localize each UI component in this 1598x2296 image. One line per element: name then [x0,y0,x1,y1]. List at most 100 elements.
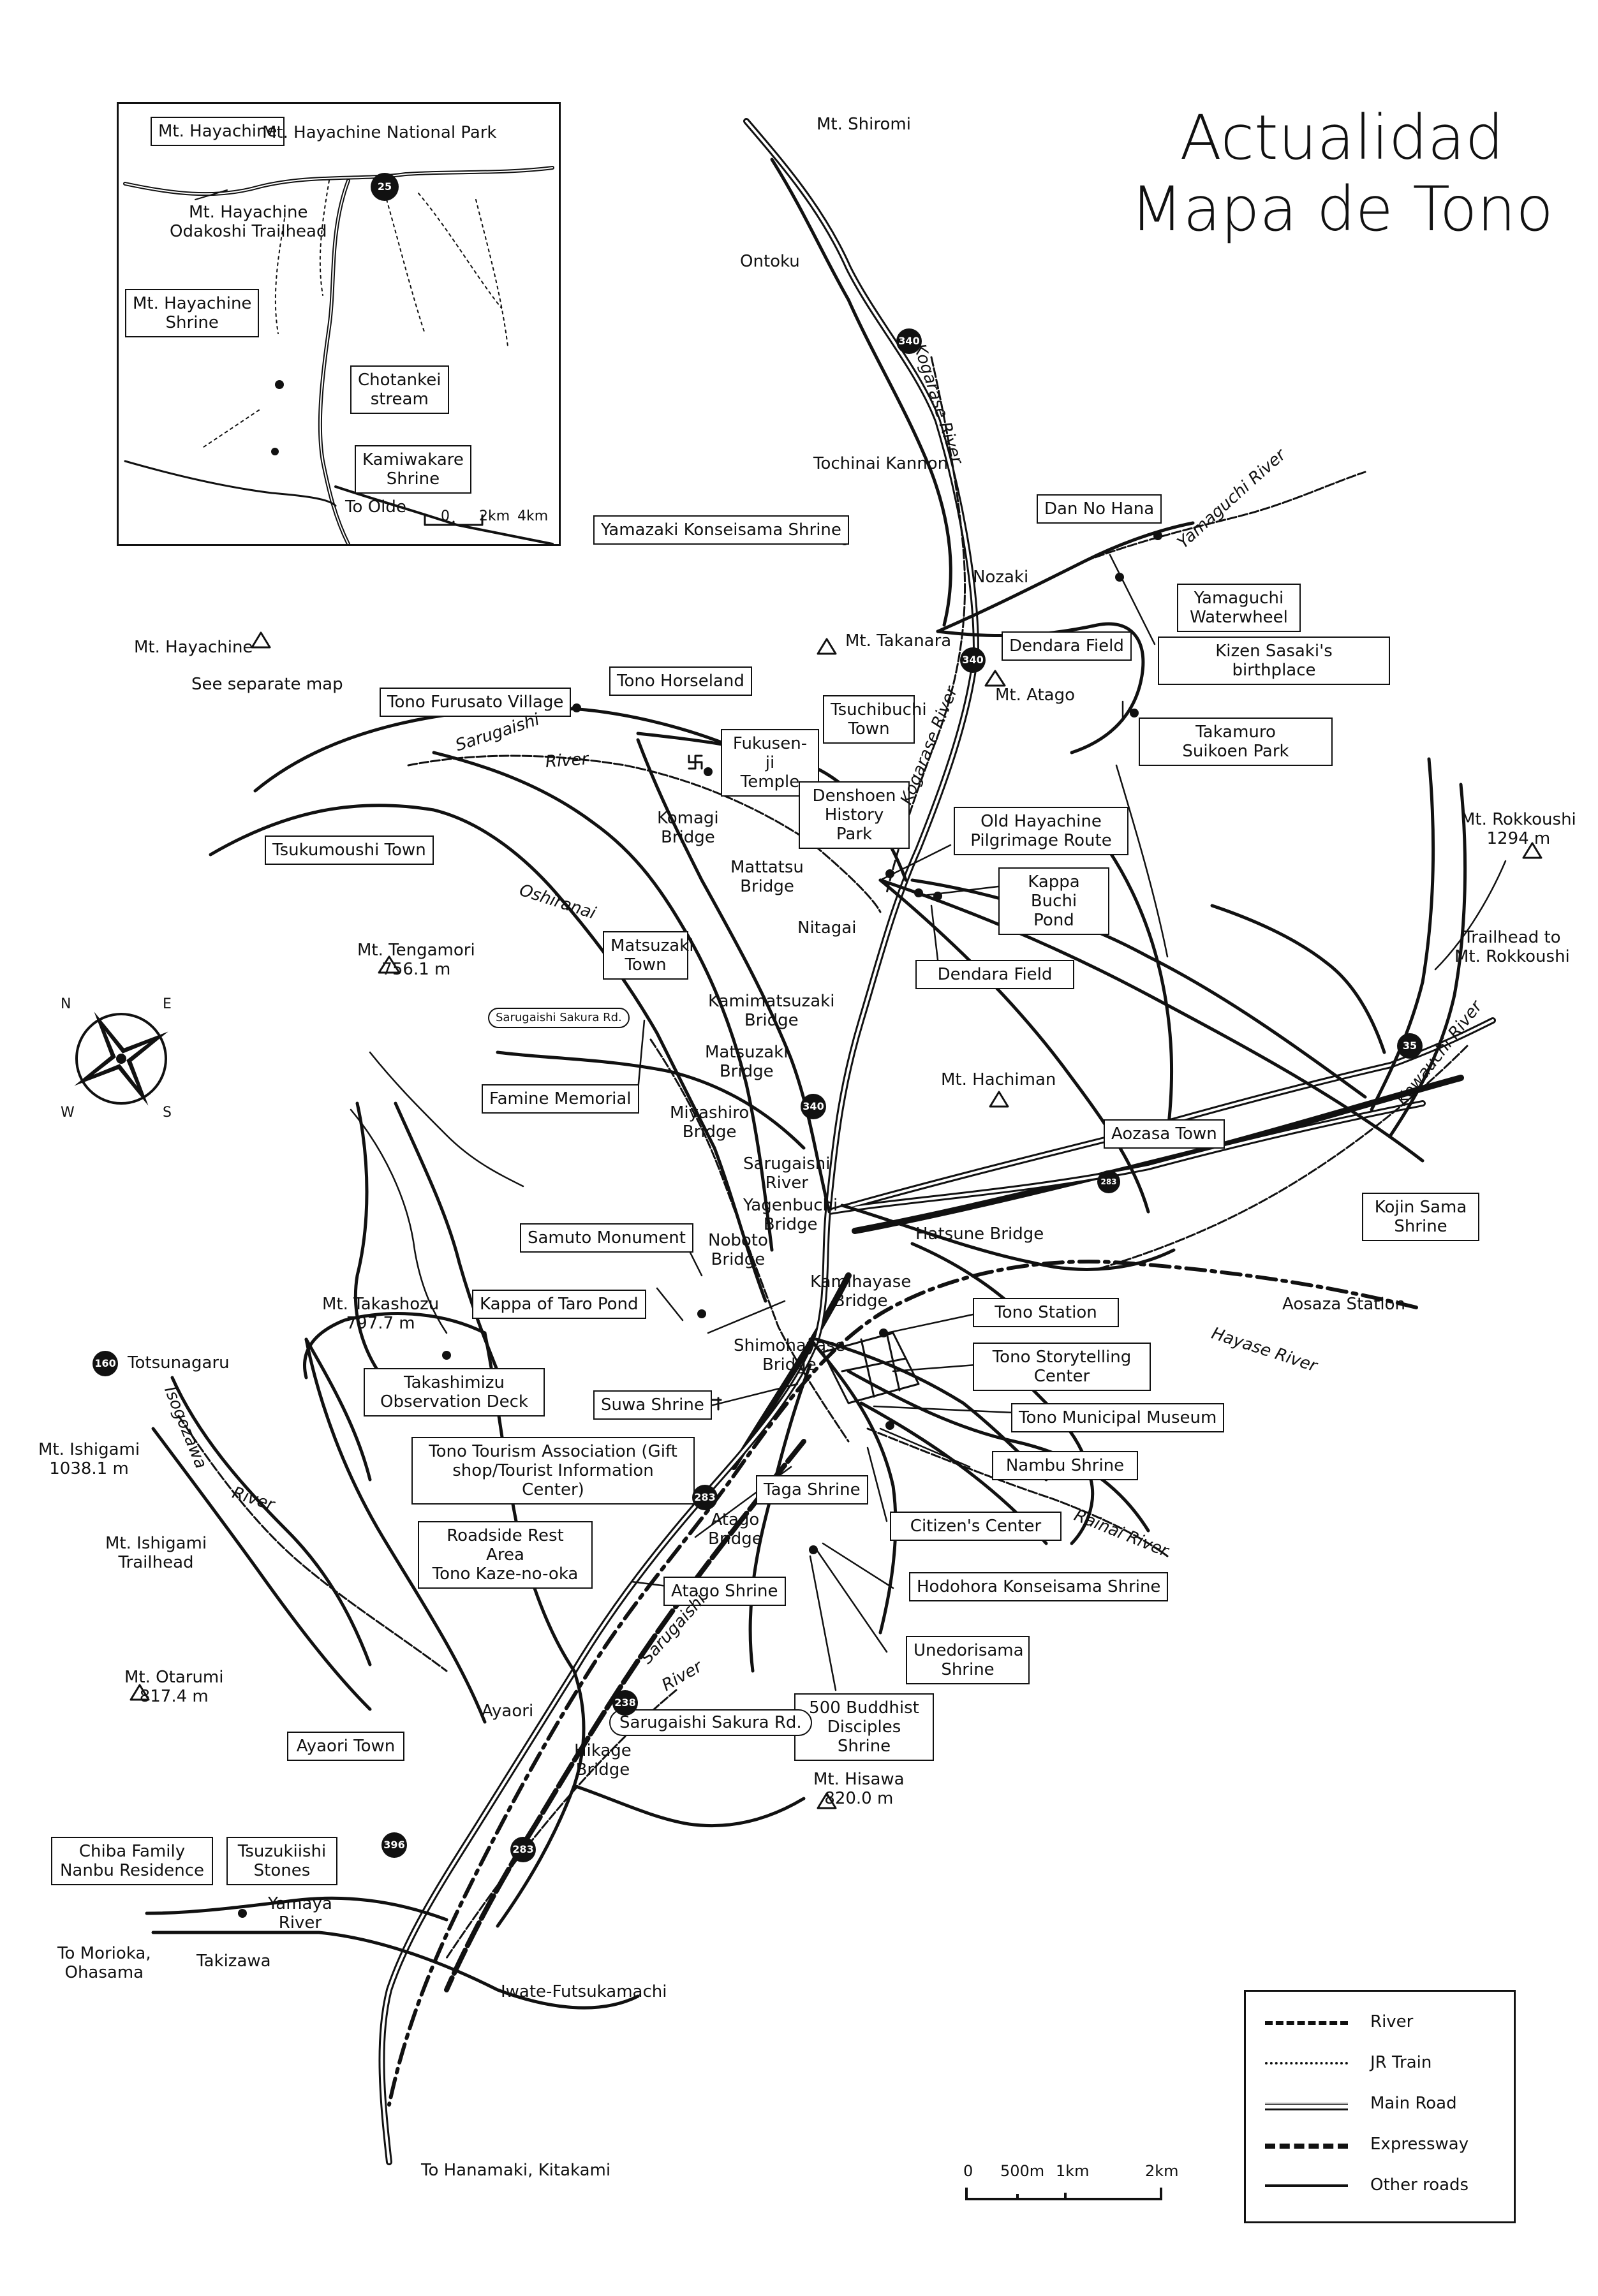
box-takamuro: Takamuro Suikoen Park [1139,718,1333,766]
box-tono-horseland: Tono Horseland [609,666,752,696]
box-samuto-monument: Samuto Monument [520,1223,693,1253]
label-mt-takashozu: Mt. Takashozu 797.7 m [322,1295,440,1333]
inset-label-trailhead: Mt. Hayachine Odakoshi Trailhead [170,203,327,241]
box-tono-furusato: Tono Furusato Village [380,688,572,717]
box-kojin-sama-shrine: Kojin Sama Shrine [1362,1193,1479,1241]
legend-expressway-line [1265,2144,1348,2149]
label-kamihayase-bridge: Kamihayase Bridge [810,1272,912,1311]
compass-s: S [163,1105,172,1121]
label-mt-hachiman: Mt. Hachiman [941,1070,1056,1089]
box-hodohora-konseisama: Hodohora Konseisama Shrine [909,1572,1169,1601]
box-old-hayachine: Old Hayachine Pilgrimage Route [954,807,1128,855]
label-tochinai: Tochinai Kannon [813,454,949,473]
label-mt-hisawa: Mt. Hisawa 820.0 m [813,1770,905,1808]
route-shield-396: 396 [381,1832,407,1858]
pill-sarugaishi-sakura-large: Sarugaishi Sakura Rd. [609,1709,812,1736]
box-chiba-family: Chiba Family Nanbu Residence [51,1837,213,1885]
legend-expressway-label: Expressway [1370,2135,1469,2154]
compass-star-icon [74,1012,168,1106]
label-ishigami-trailhead: Mt. Ishigami Trailhead [105,1534,207,1572]
box-tono-station: Tono Station [973,1298,1119,1327]
title-line-1: Actualidad [1180,102,1504,173]
label-aosaza-station: Aosaza Station [1282,1295,1405,1314]
inset-roads [123,121,554,544]
box-citizens-center: Citizen's Center [890,1512,1062,1541]
box-yamaguchi-waterwheel: Yamaguchi Waterwheel [1177,584,1301,632]
inset-scale-4km: 4km [517,508,549,524]
legend-row-main: Main Road [1265,2091,1495,2117]
route-shield-340-center: 340 [960,647,986,673]
label-hikage-bridge: Hikage Bridge [574,1741,632,1779]
scale-500m: 500m [1000,2162,1045,2180]
label-mt-otarumi: Mt. Otarumi 817.4 m [124,1668,224,1706]
legend-row-jr: JR Train [1265,2050,1495,2076]
compass-rose: N E S W [61,996,179,1121]
label-iwate-futsukamachi: Iwate-Futsukamachi [501,1982,667,2001]
legend-river-line [1265,2021,1348,2025]
box-atago-shrine: Atago Shrine [663,1577,786,1606]
legend-other-label: Other roads [1370,2175,1469,2195]
route-shield-160: 160 [92,1351,118,1376]
inset-box-mt-hayachine: Mt. Hayachine [151,117,285,146]
label-noboto-bridge: Noboto Bridge [708,1231,768,1269]
legend-main-line [1265,2103,1348,2110]
box-roadside-rest-area: Roadside Rest Area Tono Kaze-no-oka [418,1521,593,1589]
label-trailhead-rokkoushi: Trailhead to Mt. Rokkoushi [1454,928,1570,966]
inset-route-25-shield: 25 [371,173,399,201]
inset-scale-2km: 2km [479,508,510,524]
box-denshoen: Denshoen History Park [799,781,910,849]
legend-row-expressway: Expressway [1265,2132,1495,2158]
route-shield-283-south: 283 [510,1837,536,1862]
route-shield-340-south: 340 [801,1094,826,1119]
label-nitagai: Nitagai [797,918,857,938]
route-shield-283-center: 283 [692,1485,718,1510]
label-to-hanamaki: To Hanamaki, Kitakami [421,2161,611,2180]
box-famine-memorial: Famine Memorial [482,1084,639,1114]
inset-box-hayachine-shrine: Mt. Hayachine Shrine [125,289,260,337]
peak-markers [129,631,1543,1809]
inset-box-chotankei: Chotankei stream [350,365,449,414]
label-mt-tengamori: Mt. Tengamori 756.1 m [357,941,475,979]
box-takashimizu: Takashimizu Observation Deck [364,1368,545,1417]
point-markers [238,531,1162,1918]
label-takizawa: Takizawa [196,1952,271,1971]
compass-e: E [163,996,172,1012]
title-line-2: Mapa de Tono [1130,173,1553,245]
label-sarugaishi-river-center: Sarugaishi River [743,1154,831,1193]
label-mt-hayachine: Mt. Hayachine [134,638,253,657]
route-shield-238: 238 [612,1690,638,1716]
label-totsunagaru: Totsunagaru [128,1353,230,1372]
box-dendara-field-north: Dendara Field [1002,631,1132,661]
label-mattatsu-bridge: Mattatsu Bridge [730,858,804,896]
label-mt-ishigami: Mt. Ishigami 1038.1 m [38,1440,140,1478]
label-mt-shiromi: Mt. Shiromi [817,115,911,134]
compass-n: N [61,996,71,1012]
label-nozaki: Nozaki [973,568,1029,587]
legend-jr-label: JR Train [1370,2053,1432,2072]
box-tono-municipal-museum: Tono Municipal Museum [1011,1403,1225,1432]
label-matsuzaki-bridge: Matsuzaki Bridge [705,1043,788,1081]
inner-roads [380,120,1494,2163]
label-komagi-bridge: Komagi Bridge [657,809,719,847]
inset-scale-0: 0 [441,508,450,524]
inset-map: Mt. Hayachine Mt. Hayachine National Par… [117,102,561,546]
box-unedorisama: Unedorisama Shrine [906,1636,1030,1684]
legend-other-line [1265,2184,1348,2187]
label-to-morioka: To Morioka, Ohasama [57,1944,151,1982]
label-mt-atago: Mt. Atago [995,686,1076,705]
label-ontoku: Ontoku [740,252,800,271]
box-tono-storytelling: Tono Storytelling Center [973,1343,1151,1391]
jr-train [387,1260,1418,2107]
label-miyashiro-bridge: Miyashiro Bridge [670,1103,750,1142]
box-dendara-field-south: Dendara Field [915,960,1074,989]
route-shield-35: 35 [1397,1033,1423,1059]
box-kappa-of-taro-pond: Kappa of Taro Pond [472,1290,646,1319]
label-ayaori: Ayaori [482,1702,534,1721]
route-shield-340-north: 340 [896,328,922,354]
legend: River JR Train Main Road Expressway Othe… [1244,1990,1516,2223]
box-taga-shrine: Taga Shrine [756,1475,868,1505]
compass-w: W [61,1105,75,1121]
river-label-river-west: River [544,749,589,772]
scale-1km: 1km [1056,2162,1090,2180]
route-shield-283-east: 283 [1097,1170,1120,1193]
